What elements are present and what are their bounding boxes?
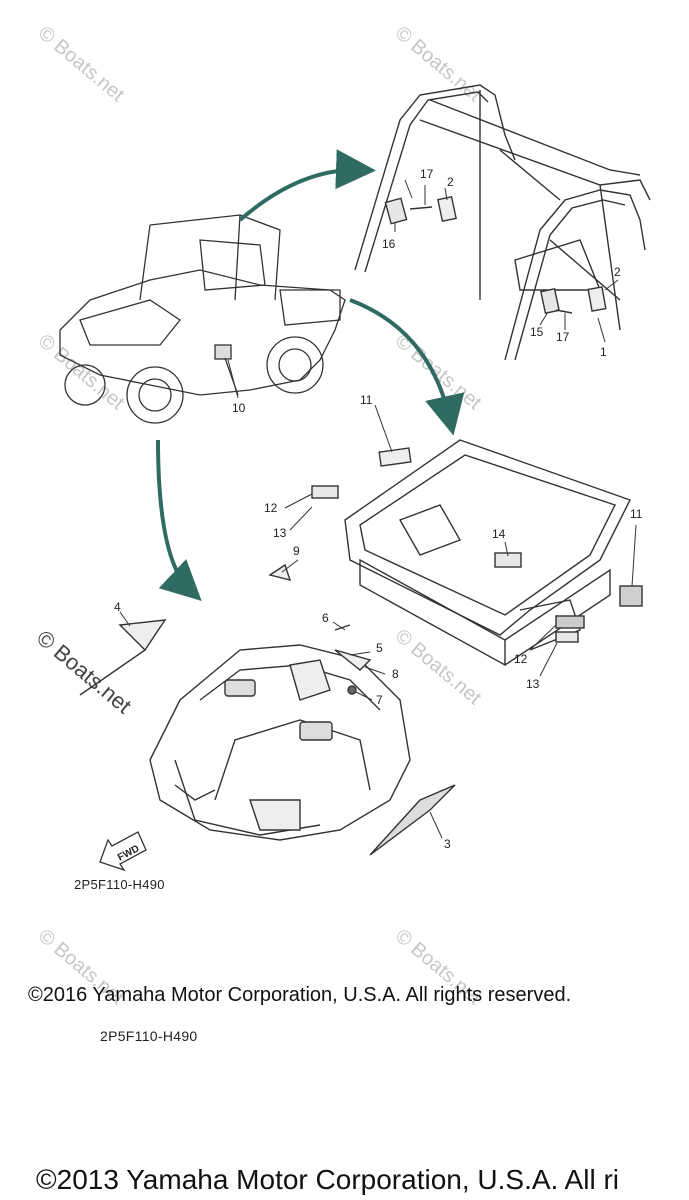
callout-11-top: 11 <box>360 393 373 407</box>
callout-14: 14 <box>492 527 506 541</box>
vehicle-overview <box>59 214 346 424</box>
callout-13-right: 13 <box>526 677 540 691</box>
callout-1: 1 <box>600 345 607 359</box>
callout-5: 5 <box>376 641 383 655</box>
flow-arrows <box>156 149 465 601</box>
front-body <box>79 563 456 856</box>
callout-12-left: 12 <box>264 501 278 515</box>
callout-2-right: 2 <box>614 265 621 279</box>
callout-2-top: 2 <box>447 175 454 189</box>
callout-13-left: 13 <box>273 526 287 540</box>
callout-3: 3 <box>444 837 451 851</box>
copyright-2016: ©2016 Yamaha Motor Corporation, U.S.A. A… <box>28 984 572 1006</box>
copyright-2013: ©2013 Yamaha Motor Corporation, U.S.A. A… <box>36 1164 619 1195</box>
arrow-to-cage <box>238 149 376 222</box>
part-code-repeat: 2P5F110-H490 <box>100 1028 198 1044</box>
arrow-to-hood <box>156 439 202 601</box>
leader-lines <box>119 179 637 839</box>
callout-16: 16 <box>382 237 396 251</box>
callout-12-right: 12 <box>514 652 528 666</box>
callout-17-top: 17 <box>420 167 434 181</box>
cargo-bed <box>311 439 643 667</box>
callout-numbers: 17 2 16 2 1 15 17 10 11 12 13 14 11 12 1… <box>114 167 643 851</box>
part-code: 2P5F110-H490 <box>74 877 165 892</box>
callout-9: 9 <box>293 544 300 558</box>
callout-17-bottom: 17 <box>556 330 570 344</box>
callout-11-right: 11 <box>630 507 643 521</box>
callout-15: 15 <box>530 325 544 339</box>
callout-10: 10 <box>232 401 246 415</box>
callout-4: 4 <box>114 600 121 614</box>
fwd-arrow: FWD <box>99 831 147 872</box>
arrow-to-bed <box>349 298 465 436</box>
callout-7: 7 <box>376 693 383 707</box>
callout-6: 6 <box>322 611 329 625</box>
roll-cage <box>354 84 651 361</box>
callout-8: 8 <box>392 667 399 681</box>
